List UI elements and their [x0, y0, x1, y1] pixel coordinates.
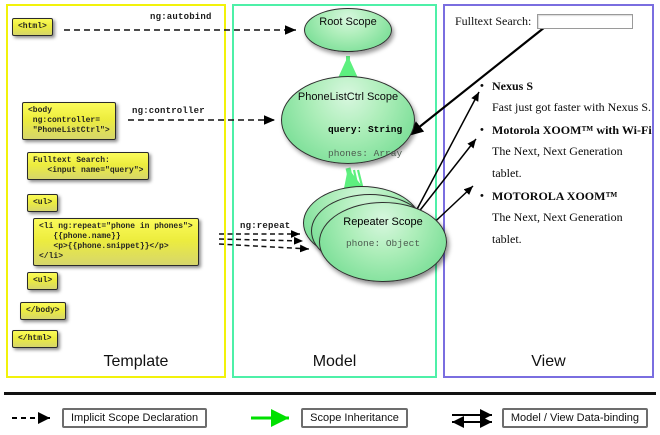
panel-template-label: Template	[103, 353, 169, 370]
legend-label-model-view-data-binding: Model / View Data-binding	[501, 407, 649, 428]
panel-template: Template	[6, 4, 226, 378]
legend-label-scope-inheritance: Scope Inheritance	[301, 407, 408, 428]
green-arrow-icon	[251, 408, 290, 427]
code-box-fulltext: Fulltext Search: <input name="query">	[27, 152, 150, 180]
edge-label-repeat: ng:repeat	[240, 221, 291, 231]
legend-entry-scope-inheritance: Scope Inheritance	[247, 407, 408, 428]
edge-label-autobind: ng:autobind	[150, 12, 212, 22]
code-box-ul-close: <ul>	[27, 272, 59, 290]
scope-phonelistctrl: PhoneListCtrl Scope query: String phones…	[281, 76, 415, 164]
phone-snippet: The Next, Next Generation tablet.	[492, 144, 623, 180]
list-item[interactable]: Motorola XOOM™ with Wi-Fi The Next, Next…	[478, 120, 654, 184]
legend-entry-implicit-scope-declaration: Implicit Scope Declaration	[8, 407, 208, 428]
phone-name: Motorola XOOM™ with Wi-Fi	[478, 120, 654, 140]
edge-label-controller: ng:controller	[132, 106, 205, 116]
scope-repeater: Repeater Scope phone: Object	[319, 202, 447, 282]
scope-property-query: query: String	[328, 124, 403, 135]
scope-repeater-title: Repeater Scope	[343, 216, 423, 228]
code-box-li-repeat: <li ng:repeat="phone in phones"> {{phone…	[33, 218, 199, 266]
code-box-body-close: </body>	[20, 302, 66, 320]
legend-label-implicit-scope-declaration: Implicit Scope Declaration	[62, 407, 208, 428]
legend: Implicit Scope Declaration Scope Inherit…	[0, 400, 660, 435]
view-search-row: Fulltext Search:	[455, 14, 634, 29]
phone-name: Nexus S	[478, 76, 654, 96]
scope-root: Root Scope	[304, 8, 392, 52]
search-input[interactable]	[537, 14, 634, 29]
code-box-ul-open: <ul>	[27, 194, 59, 212]
panel-model-label: Model	[312, 353, 357, 370]
legend-divider	[4, 392, 656, 395]
view-phone-list: Nexus S Fast just got faster with Nexus …	[478, 76, 654, 252]
view-search-label: Fulltext Search:	[455, 14, 532, 28]
dashed-arrow-icon	[12, 411, 50, 424]
double-arrow-icon	[451, 408, 492, 428]
code-box-body-open: <body ng:controller= "PhoneListCtrl">	[22, 102, 116, 140]
phone-snippet: Fast just got faster with Nexus S.	[492, 100, 651, 114]
scope-root-title: Root Scope	[319, 16, 377, 28]
list-item[interactable]: MOTOROLA XOOM™ The Next, Next Generation…	[478, 186, 654, 250]
scope-phonelistctrl-properties: query: String phones: Array	[282, 112, 414, 172]
code-box-html-open: <html>	[12, 18, 53, 36]
phone-name: MOTOROLA XOOM™	[478, 186, 654, 206]
scope-repeater-properties: phone: Object	[345, 238, 421, 249]
list-item[interactable]: Nexus S Fast just got faster with Nexus …	[478, 76, 654, 118]
scope-phonelistctrl-title: PhoneListCtrl Scope	[297, 91, 399, 103]
phone-snippet: The Next, Next Generation tablet.	[492, 210, 623, 246]
scope-property-phones: phones: Array	[328, 148, 403, 159]
code-box-html-close: </html>	[12, 330, 58, 348]
legend-entry-model-view-data-binding: Model / View Data-binding	[448, 407, 649, 428]
panel-view-label: View	[531, 353, 566, 370]
